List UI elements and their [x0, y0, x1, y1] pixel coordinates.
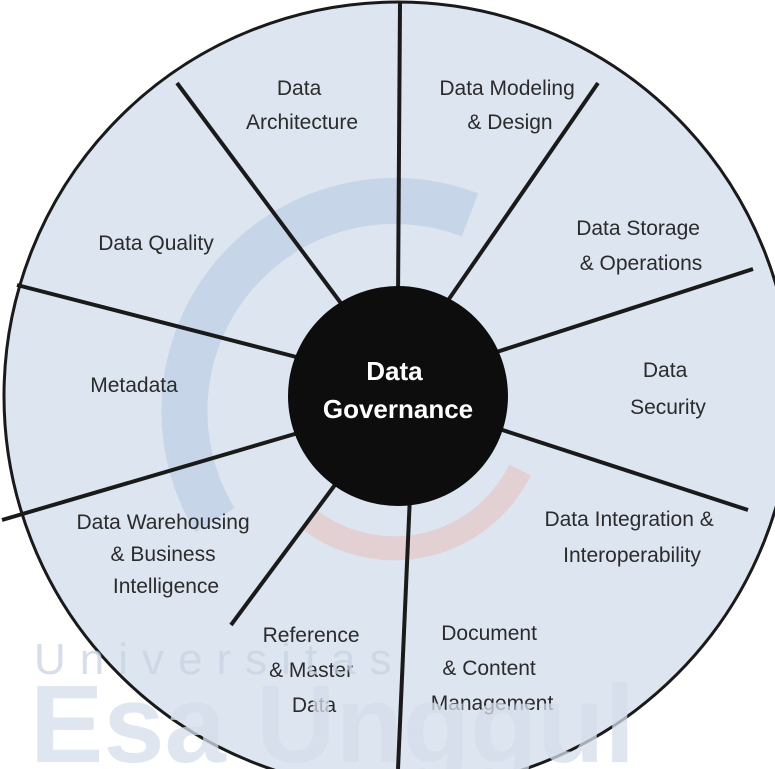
- segment-document-content-management: Document & Content Management: [431, 622, 554, 715]
- segment-data-storage-operations: Data Storage & Operations: [576, 217, 706, 275]
- hub-label-line1: Data: [366, 356, 423, 386]
- segment-data-quality: Data Quality: [98, 232, 214, 255]
- segment-data-security: Data Security: [630, 359, 706, 419]
- watermark-logo: Universitas Esa Unggul: [30, 635, 635, 769]
- segment-metadata: Metadata: [90, 374, 178, 397]
- svg-text:Data Governance: Data Governance: [323, 356, 473, 424]
- watermark-big-text: Esa Unggul: [30, 663, 635, 769]
- spoke: [396, 494, 412, 769]
- segment-reference-master-data: Reference & Master Data: [263, 624, 366, 717]
- watermark-arcs: [161, 178, 531, 561]
- hub-label-line2: Governance: [323, 394, 473, 424]
- spoke: [477, 267, 754, 360]
- segment-data-warehousing-bi: Data Warehousing & Business Intelligence: [77, 511, 256, 598]
- governance-hub: [288, 286, 508, 506]
- spoke: [396, 1, 402, 301]
- segment-data-architecture: Data Architecture: [246, 77, 358, 134]
- segment-data-modeling-design: Data Modeling & Design: [439, 77, 580, 134]
- wheel-spokes: [1, 1, 754, 769]
- spoke: [175, 81, 348, 312]
- spoke: [229, 468, 348, 627]
- spoke: [1, 424, 323, 522]
- segment-data-integration-interoperability: Data Integration & Interoperability: [544, 508, 719, 567]
- watermark-small-text: Universitas: [34, 635, 406, 684]
- spoke: [483, 422, 749, 512]
- spoke: [16, 283, 309, 362]
- spoke: [438, 81, 600, 314]
